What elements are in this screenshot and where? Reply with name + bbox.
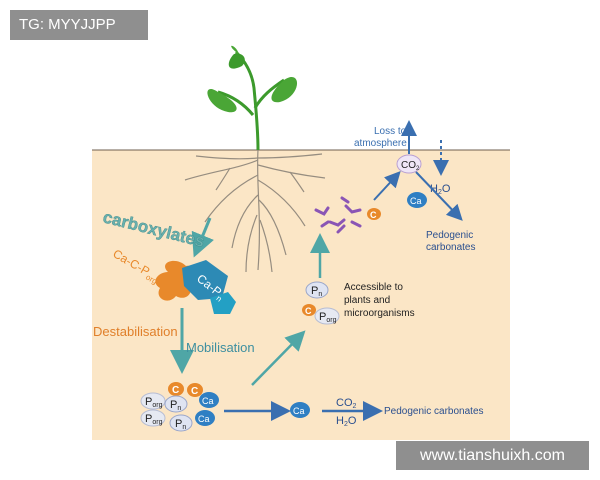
ca-ion <box>195 410 215 426</box>
h2o-right-label: H2O <box>430 183 451 196</box>
to-pedogenic-right-arrow <box>415 171 463 221</box>
h2o-bottom-label: H2O <box>336 415 357 428</box>
pn-ion <box>305 281 329 299</box>
porg-text: Porg <box>319 311 337 324</box>
watermark: www.tianshuixh.com <box>396 441 589 470</box>
c-ion <box>302 304 316 316</box>
to-co2-arrow <box>373 171 401 201</box>
accessible-label: Accessible to plants and microorganisms <box>344 282 415 319</box>
carboxylates-arrow <box>191 217 214 258</box>
pn-ion <box>169 414 193 432</box>
svg-text:Ca: Ca <box>293 406 305 416</box>
c-ion <box>168 382 184 396</box>
bottom-ion-cluster: C C Porg Pn Ca Porg Pn Ca <box>140 382 219 432</box>
porg-text: Porg <box>145 396 163 409</box>
pn-ion <box>164 395 188 413</box>
svg-text:C: C <box>172 385 179 396</box>
c-ion <box>187 383 203 397</box>
pedogenic-bottom-label: Pedogenic carbonates <box>384 406 484 417</box>
pn-text: Pn <box>170 399 181 412</box>
root-system <box>184 149 326 273</box>
porg-ion <box>314 307 340 325</box>
svg-text:Ca: Ca <box>410 196 422 206</box>
ca-ion-bottom <box>290 402 310 418</box>
header-tag: TG: MYYJJPP <box>10 10 148 40</box>
microorganisms-icon <box>314 196 362 234</box>
pn-text: Pn <box>175 418 186 431</box>
svg-text:C: C <box>305 306 312 316</box>
c-ion-microbes <box>367 208 381 220</box>
plant-seedling-icon <box>207 45 298 151</box>
co2-bubble <box>396 154 422 174</box>
accessible-pool: Pn C Porg <box>302 281 340 325</box>
co2-bottom-label: CO2 <box>336 397 357 410</box>
to-accessible-arrow <box>251 330 306 386</box>
pedogenic-right-label: Pedogenic carbonates <box>426 230 476 253</box>
svg-text:C: C <box>370 210 377 220</box>
svg-text:C: C <box>191 386 198 397</box>
svg-text:Ca: Ca <box>202 396 214 406</box>
porg-ion <box>140 409 166 427</box>
loss-label: Loss to atmosphere <box>354 126 409 149</box>
svg-text:Ca: Ca <box>198 414 210 424</box>
porg-ion <box>140 392 166 410</box>
mobilisation-label: Mobilisation <box>186 340 255 355</box>
ca-pn-cluster: Ca-Pn <box>182 260 236 314</box>
ca-ion-right <box>407 192 427 208</box>
ca-ion <box>199 392 219 408</box>
co2-bubble-label: CO2 <box>401 160 420 172</box>
pn-text: Pn <box>311 285 322 298</box>
destabilisation-label: Destabilisation <box>93 324 178 339</box>
porg-text: Porg <box>145 413 163 426</box>
